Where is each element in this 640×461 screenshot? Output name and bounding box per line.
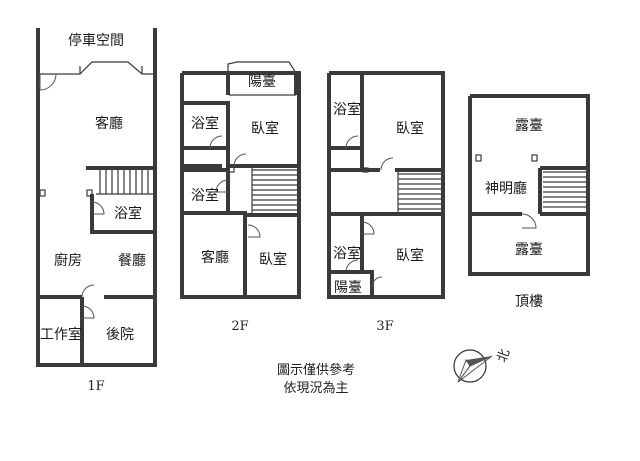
label-3f-bedroom1: 臥室 bbox=[396, 120, 424, 137]
label-2f-bedroom2: 臥室 bbox=[259, 251, 287, 268]
label-1f-dining: 餐廳 bbox=[118, 252, 146, 269]
label-1f-kitchen: 廚房 bbox=[54, 252, 82, 269]
label-1f-bath: 浴室 bbox=[114, 205, 142, 222]
label-3f-bath1: 浴室 bbox=[333, 101, 361, 118]
compass-north-label: 北 bbox=[495, 347, 514, 364]
compass-icon: 北 bbox=[453, 347, 514, 383]
label-2f-balcony: 陽臺 bbox=[248, 74, 276, 90]
label-1f-parking: 停車空間 bbox=[68, 32, 124, 49]
floor-3f bbox=[327, 71, 445, 299]
label-2f-bath2: 浴室 bbox=[191, 187, 219, 204]
label-2f-bedroom1: 臥室 bbox=[251, 120, 279, 137]
label-3f-bath2: 浴室 bbox=[333, 245, 361, 262]
label-roof-terrace1: 露臺 bbox=[515, 118, 543, 134]
floor-roof bbox=[468, 94, 590, 276]
floor-label-roof: 頂樓 bbox=[515, 294, 543, 310]
note-line2: 依現況為主 bbox=[283, 380, 348, 396]
floor-2f bbox=[180, 61, 301, 299]
floor-1f bbox=[36, 28, 157, 367]
label-3f-balcony: 陽臺 bbox=[334, 280, 362, 296]
floor-label-2f: 2F bbox=[231, 319, 248, 334]
floor-label-3f: 3F bbox=[376, 319, 393, 334]
label-1f-living: 客廳 bbox=[95, 115, 123, 132]
label-1f-backyard: 後院 bbox=[106, 327, 134, 343]
label-roof-shrine: 神明廳 bbox=[485, 180, 527, 197]
label-3f-bedroom2: 臥室 bbox=[396, 247, 424, 264]
label-1f-workroom: 工作室 bbox=[40, 326, 82, 343]
label-roof-terrace2: 露臺 bbox=[515, 242, 543, 258]
note-line1: 圖示僅供參考 bbox=[277, 363, 355, 378]
label-2f-bath1: 浴室 bbox=[191, 115, 219, 132]
floor-label-1f: 1F bbox=[87, 379, 104, 394]
label-2f-living: 客廳 bbox=[201, 249, 229, 266]
